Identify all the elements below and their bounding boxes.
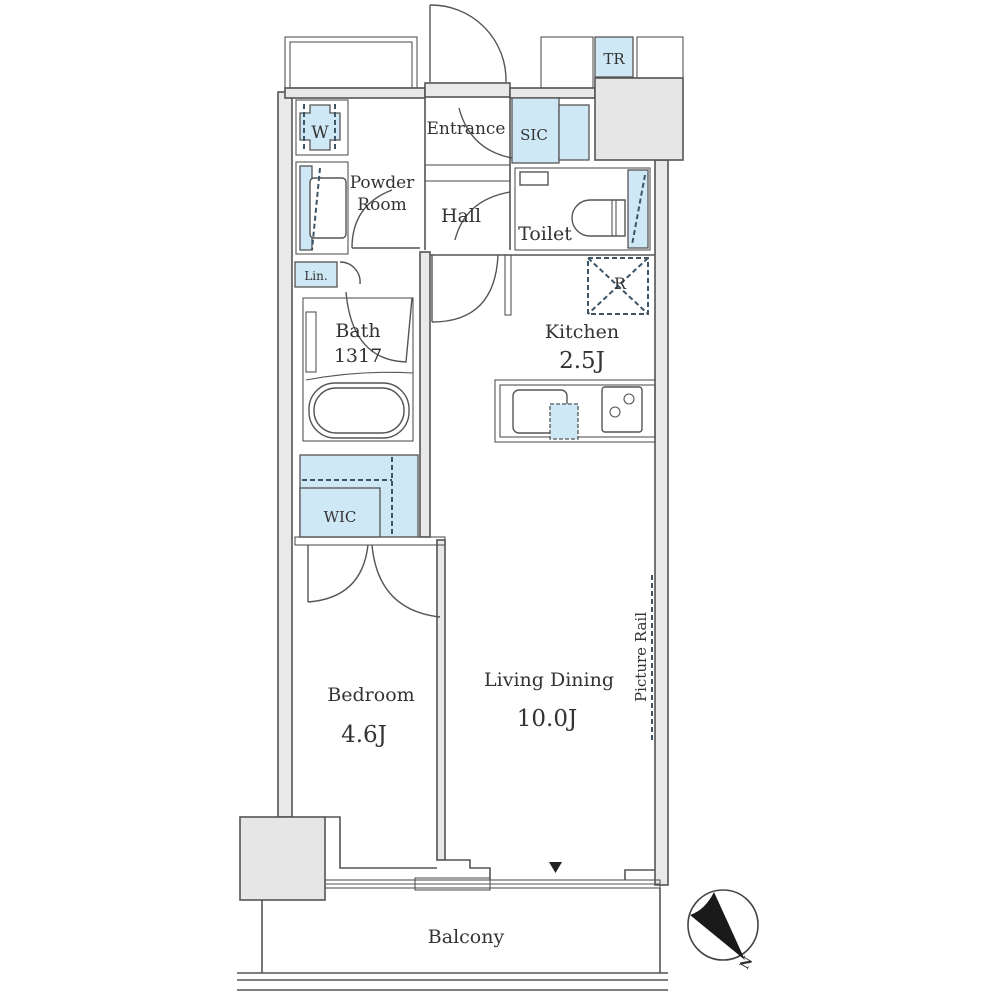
toilet-label: Toilet <box>518 223 572 245</box>
washer-label: W <box>311 123 329 143</box>
bath-size: 1317 <box>334 345 382 367</box>
living-dining-size: 10.0J <box>517 706 577 732</box>
wic-door[interactable] <box>307 544 369 603</box>
top-right-alcoves <box>540 36 684 89</box>
entrance-door[interactable] <box>429 4 507 83</box>
picture-rail-label: Picture Rail <box>632 612 650 702</box>
toilet-room <box>514 167 651 251</box>
linen-label: Lin. <box>304 269 327 283</box>
sic-label: SIC <box>520 126 548 144</box>
refrigerator-space <box>587 257 649 315</box>
kitchen-area <box>430 254 656 443</box>
entrance-inner-door[interactable] <box>458 107 513 159</box>
bedroom-label: Bedroom <box>327 684 414 706</box>
powder-room-label-1: Powder <box>350 173 415 193</box>
stove <box>601 386 643 433</box>
top-left-alcove <box>284 36 418 89</box>
refrigerator-label: R <box>614 274 627 293</box>
powder-room-door[interactable] <box>351 189 393 249</box>
vanity <box>295 161 349 255</box>
bath-room <box>302 291 414 442</box>
bath-label: Bath <box>335 320 380 342</box>
washer-space <box>295 99 349 156</box>
kitchen-door[interactable] <box>431 254 499 323</box>
balcony-label: Balcony <box>428 926 505 948</box>
entry-marker-icon <box>549 862 562 873</box>
living-dining-label: Living Dining <box>484 669 614 691</box>
bedroom-door[interactable] <box>371 544 441 618</box>
hall-door[interactable] <box>454 191 511 241</box>
entrance-label: Entrance <box>427 119 506 139</box>
wic-label: WIC <box>324 508 357 526</box>
bottom-windows <box>324 877 661 891</box>
kitchen-size: 2.5J <box>559 348 605 374</box>
linen-closet <box>294 261 361 288</box>
kitchen-label: Kitchen <box>545 321 619 343</box>
exterior-walls <box>239 77 684 901</box>
powder-room-label-2: Room <box>357 195 406 215</box>
tr-box <box>594 36 634 78</box>
bedroom-size: 4.6J <box>341 722 387 748</box>
tr-label: TR <box>603 50 625 68</box>
compass-n-label: N <box>738 954 757 972</box>
toilet-fixture <box>571 199 626 237</box>
balcony <box>237 888 668 991</box>
compass-north-icon <box>687 889 759 961</box>
walk-in-closet <box>299 454 419 538</box>
sic-storage <box>511 97 590 164</box>
hall-label: Hall <box>441 205 481 227</box>
